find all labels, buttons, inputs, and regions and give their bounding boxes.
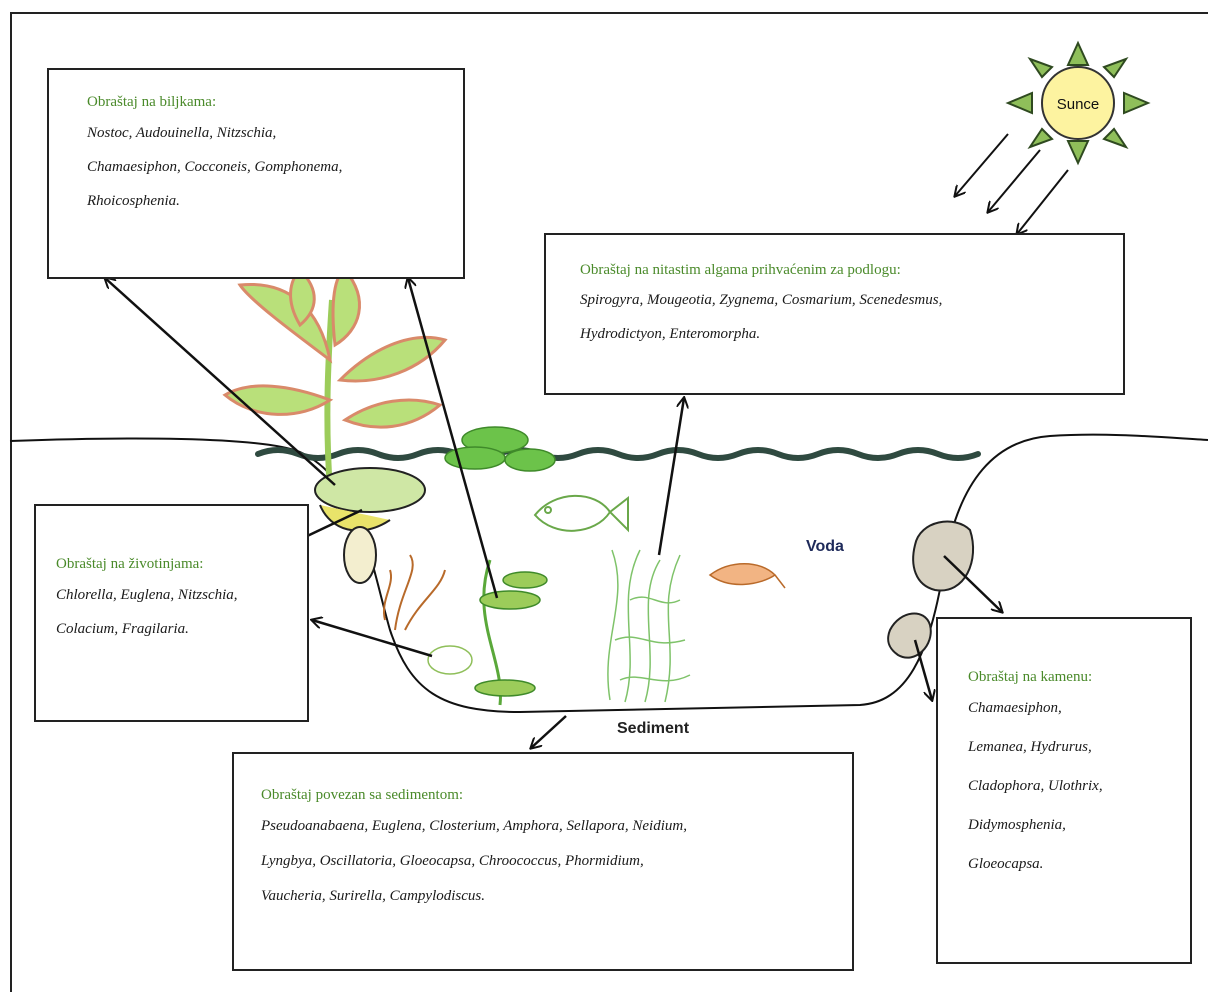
species-line: Chamaesiphon, — [968, 700, 1062, 716]
connection-arrows — [105, 278, 1002, 748]
sunlight-arrows — [955, 133, 1069, 234]
shrimp-illustration — [708, 563, 786, 589]
box-animal-fouling: Obraštaj na životinjama: Chlorella, Eugl… — [34, 504, 309, 722]
species-line: Spirogyra, Mougeotia, Zygnema, Cosmarium… — [580, 292, 943, 308]
species-line: Gloeocapsa. — [968, 856, 1044, 872]
species-line: Lemanea, Hydrurus, — [968, 739, 1092, 755]
brown-alga-illustration — [382, 554, 446, 631]
sun-label: Sunce — [1057, 96, 1100, 113]
box-plant-fouling: Obraštaj na biljkama: Nostoc, Audouinell… — [47, 68, 465, 279]
box-sediment-fouling: Obraštaj povezan sa sedimentom: Pseudoan… — [232, 752, 854, 971]
species-line: Chamaesiphon, Cocconeis, Gomphonema, — [87, 159, 343, 175]
water-label: Voda — [806, 538, 844, 555]
species-line: Pseudoanabaena, Euglena, Closterium, Amp… — [261, 818, 687, 834]
species-line: Vaucheria, Surirella, Campylodiscus. — [261, 888, 486, 904]
snail-illustration — [314, 467, 426, 584]
sun-icon: Sunce — [1005, 40, 1151, 166]
water-surface-wave — [255, 447, 981, 461]
species-line: Lyngbya, Oscillatoria, Gloeocapsa, Chroo… — [261, 853, 644, 869]
species-line: Hydrodictyon, Enteromorpha. — [580, 326, 761, 342]
box-filamentous-algae-fouling: Obraštaj na nitastim algama prihvaćenim … — [544, 233, 1125, 395]
box-title: Obraštaj na kamenu: — [968, 669, 1093, 685]
stones-illustration — [887, 520, 975, 659]
species-line: Didymosphenia, — [968, 817, 1066, 833]
species-line: Nostoc, Audouinella, Nitzschia, — [87, 125, 277, 141]
species-line: Rhoicosphenia. — [87, 193, 180, 209]
pond-outline — [9, 433, 1208, 714]
box-title: Obraštaj na nitastim algama prihvaćenim … — [580, 262, 901, 278]
diagram-frame — [10, 12, 1208, 992]
species-line: Chlorella, Euglena, Nitzschia, — [56, 587, 238, 603]
fish-illustration — [533, 494, 629, 533]
floating-leaves — [444, 426, 556, 472]
species-line: Colacium, Fragilaria. — [56, 621, 189, 637]
box-title: Obraštaj na biljkama: — [87, 94, 217, 110]
filamentous-algae-illustration — [607, 549, 691, 703]
species-line: Cladophora, Ulothrix, — [968, 778, 1103, 794]
box-title: Obraštaj na životinjama: — [56, 556, 204, 572]
sediment-label: Sediment — [617, 720, 690, 737]
box-title: Obraštaj povezan sa sedimentom: — [261, 787, 464, 803]
box-stone-fouling: Obraštaj na kamenu: Chamaesiphon, Lemane… — [936, 617, 1192, 964]
aquatic-plant-illustration — [222, 267, 448, 491]
submerged-plant-illustration — [427, 559, 548, 706]
